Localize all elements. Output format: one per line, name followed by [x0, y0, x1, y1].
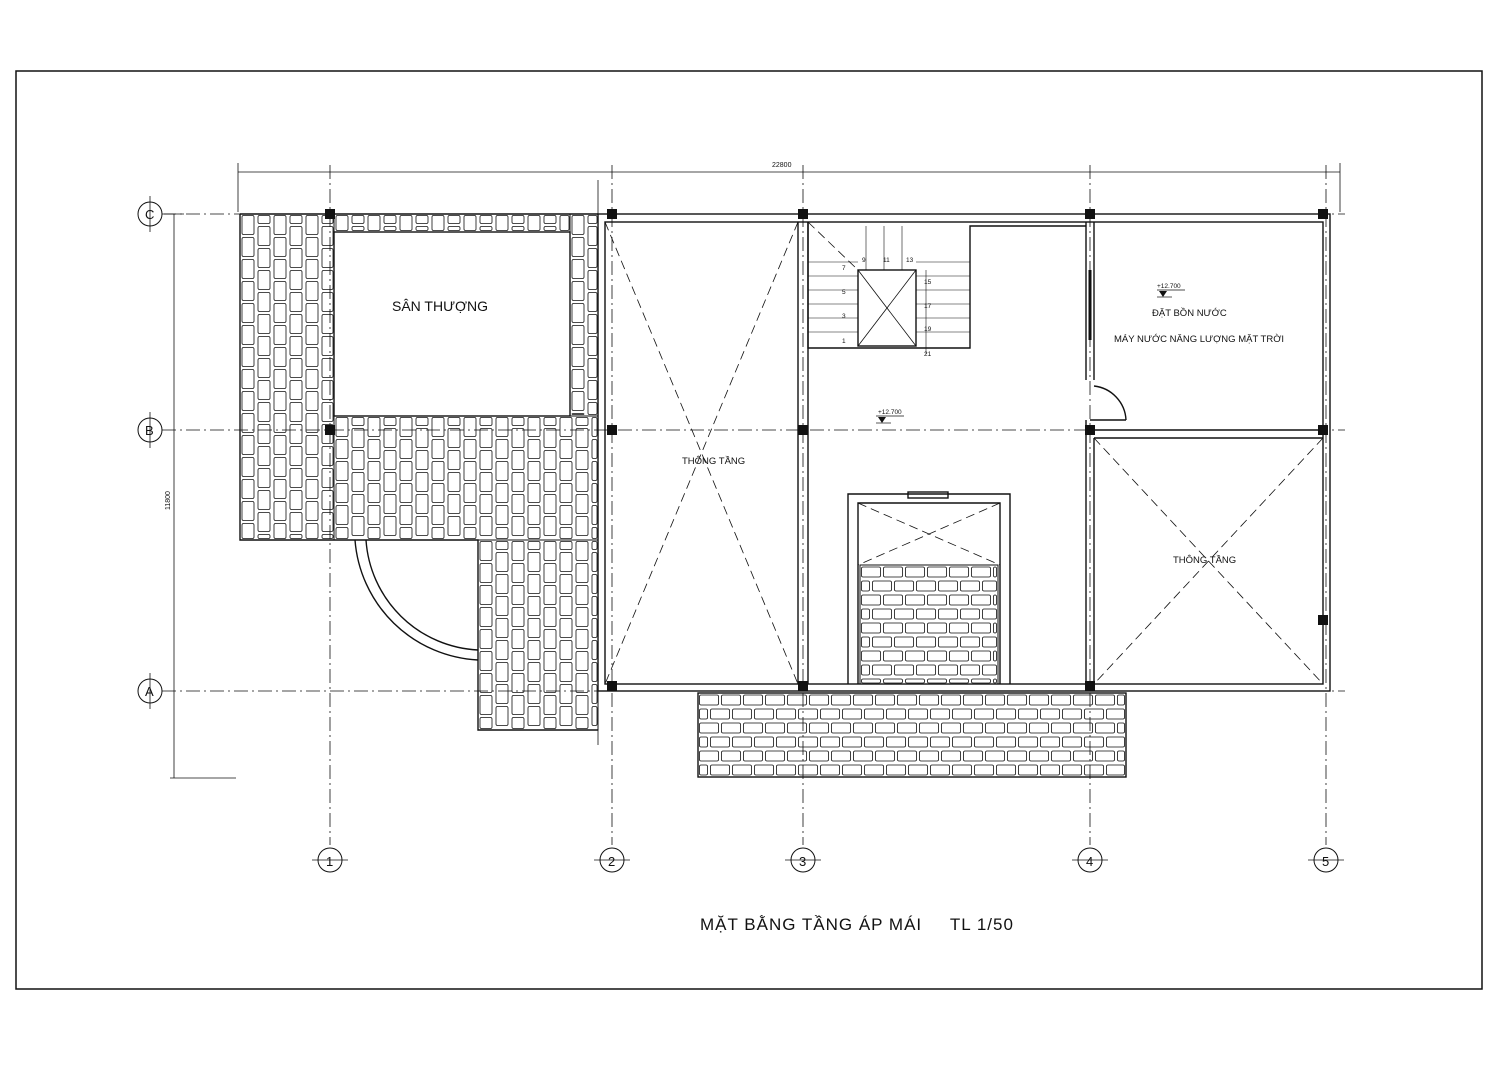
level-label-1: +12.700: [1157, 283, 1181, 290]
tile-area: [477, 539, 599, 731]
room-label-roof-terrace: SÂN THƯỢNG: [392, 298, 488, 314]
dim-width-label: 22800: [772, 162, 792, 169]
room-label-void-right: THÔNG TẦNG: [1173, 555, 1236, 566]
stair-number: 17: [924, 303, 932, 310]
stair-number: 13: [906, 257, 914, 264]
grid-bubble-col-4: 4: [1072, 847, 1108, 873]
grid-label-row: B: [145, 423, 154, 438]
stair-number: 21: [924, 351, 932, 358]
grid-bubble-row-B: B: [137, 412, 163, 448]
grid-label-col: 3: [799, 854, 806, 869]
tile-area: [333, 415, 599, 541]
grid-label-col: 5: [1322, 854, 1329, 869]
grid-label-row: A: [145, 684, 154, 699]
tile-area: [239, 213, 335, 541]
stair-number: 11: [883, 257, 890, 264]
stair-treads: [808, 226, 970, 354]
dim-depth-label: 11800: [165, 491, 172, 510]
level-mark-1: +12.700: [1157, 283, 1185, 298]
room-label-solar-heater: MÁY NƯỚC NĂNG LƯỢNG MẶT TRỜI: [1114, 334, 1284, 345]
grid-label-col: 2: [608, 854, 615, 869]
room-label-void-left: THÔNG TẦNG: [682, 456, 745, 467]
sheet-border: [15, 70, 1483, 990]
grid-bubble-col-5: 5: [1308, 847, 1344, 873]
tile-area: [697, 692, 1127, 778]
level-mark-2: +12.700: [876, 409, 904, 424]
stair-void: [857, 269, 917, 347]
drawing-title-text: MẶT BẰNG TẦNG ÁP MÁI: [700, 915, 923, 934]
drawing-title: MẶT BẰNG TẦNG ÁP MÁI TL 1/50: [700, 915, 1080, 935]
stair-number: 1: [842, 338, 846, 345]
stair-number: 15: [924, 279, 932, 286]
grid-label-col: 1: [326, 854, 333, 869]
grid-label-col: 4: [1086, 854, 1093, 869]
grid-bubble-col-1: 1: [312, 847, 348, 873]
room-label-water-tank: ĐẶT BỒN NƯỚC: [1152, 307, 1227, 319]
tile-area: [569, 213, 599, 417]
stair-number: 7: [842, 265, 846, 272]
tile-area: [859, 564, 999, 685]
grid-bubble-row-A: A: [137, 673, 163, 709]
grid-bubble-row-C: C: [137, 196, 163, 232]
walls: [239, 213, 1331, 778]
grid-bubbles: 1 2 3 4 5 C B A: [137, 196, 1344, 873]
grid-bubble-col-3: 3: [785, 847, 821, 873]
grid-bubble-col-2: 2: [594, 847, 630, 873]
tile-area: [333, 213, 571, 233]
stair-number: 3: [842, 313, 846, 320]
drawing-scale: TL 1/50: [949, 915, 1014, 934]
stair-number: 9: [862, 257, 866, 264]
stair-number: 19: [924, 326, 932, 333]
level-label-2: +12.700: [878, 409, 902, 416]
stair-number: 5: [842, 289, 846, 296]
grid-label-row: C: [145, 207, 154, 222]
columns: [325, 209, 1328, 691]
